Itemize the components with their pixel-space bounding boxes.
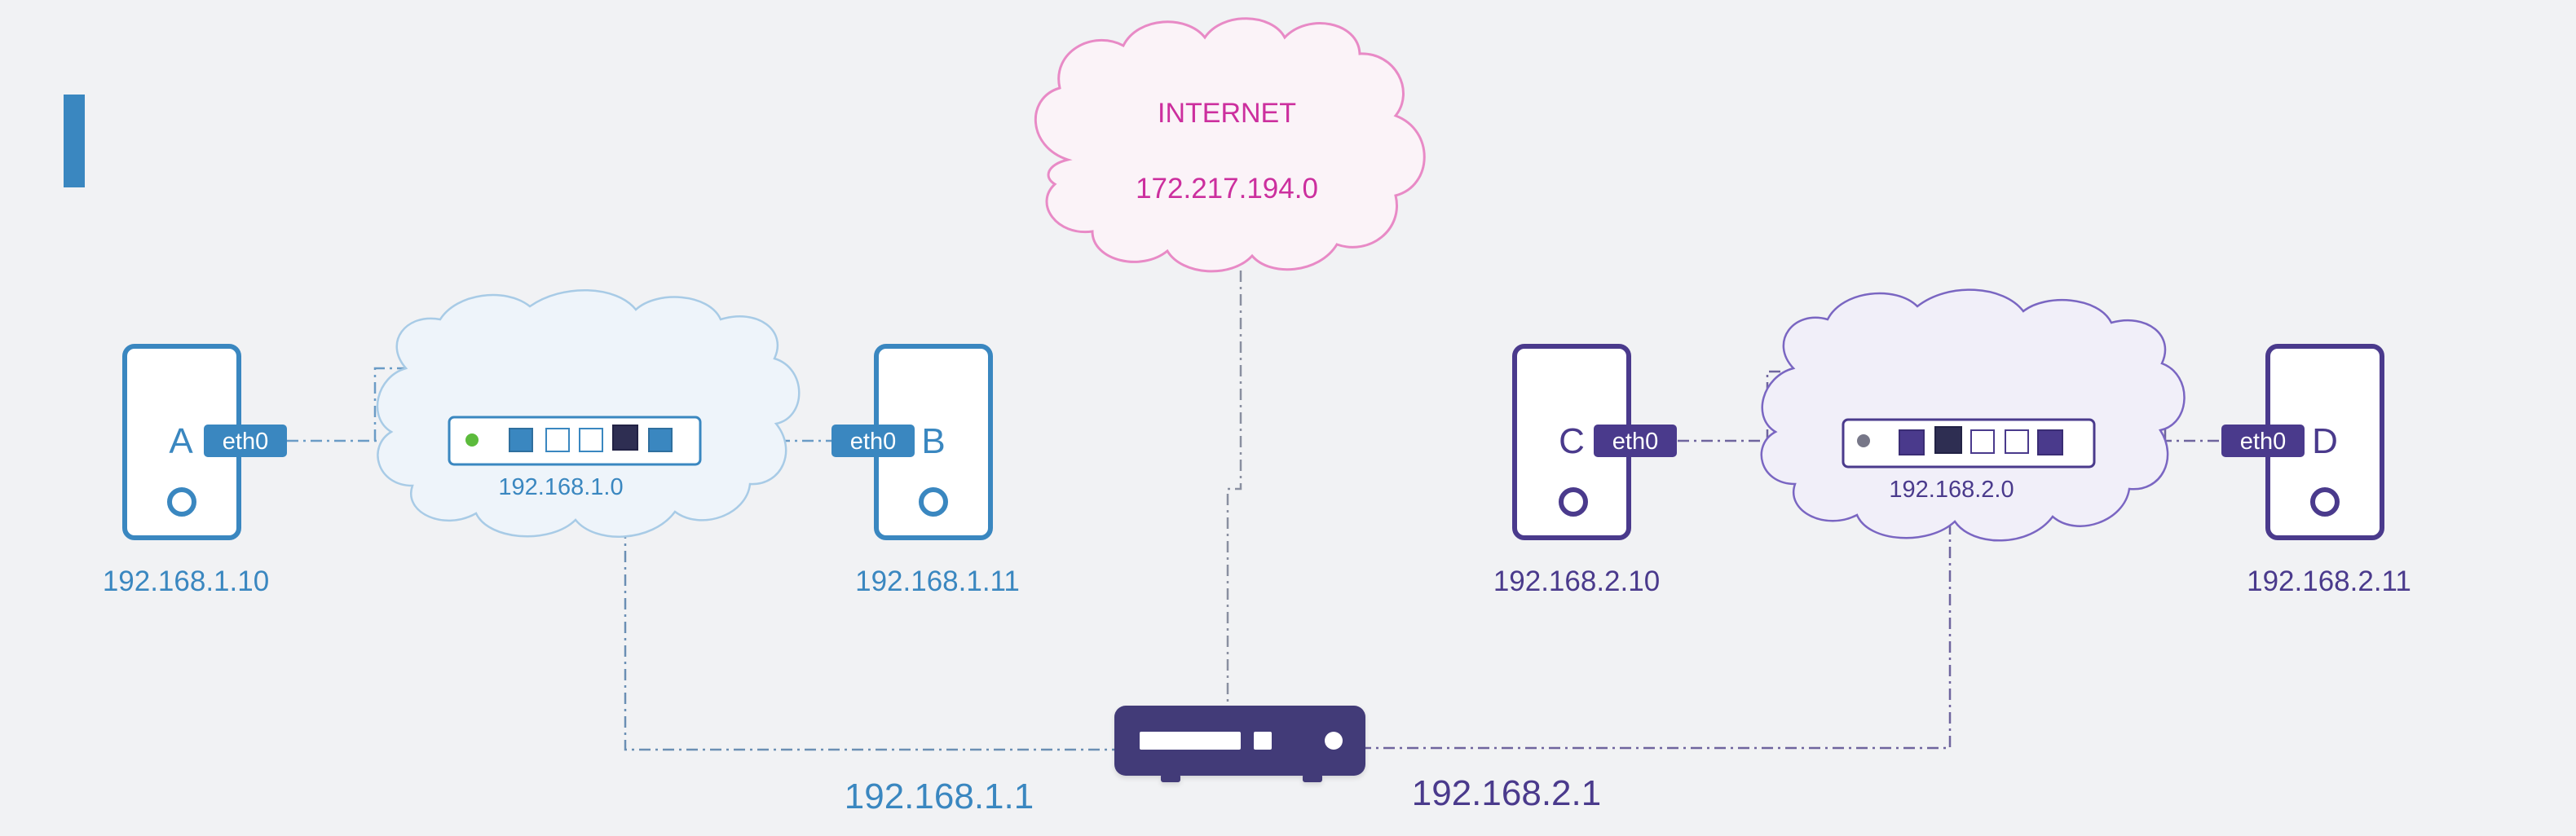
host-letter: B <box>921 421 945 461</box>
internet-cloud: INTERNET 172.217.194.0 <box>1034 17 1426 273</box>
switch-port <box>648 428 673 452</box>
host-b[interactable]: B eth0 192.168.1.11 <box>831 344 1020 597</box>
status-led <box>1857 434 1870 447</box>
router-led <box>1254 732 1272 750</box>
title-accent-bar <box>64 95 85 187</box>
right-network-ip: 192.168.2.0 <box>1889 477 2014 503</box>
status-led <box>465 433 479 447</box>
power-button-icon <box>2310 487 2340 517</box>
host-letter: C <box>1559 421 1585 461</box>
switch-port <box>579 428 603 452</box>
switch-port <box>545 428 570 452</box>
interface-badge <box>2221 425 2305 457</box>
host-a[interactable]: A eth0 192.168.1.10 <box>103 344 287 597</box>
right-network-cloud <box>1760 288 2186 542</box>
host-d[interactable]: D eth0 192.168.2.11 <box>2221 344 2411 597</box>
host-c[interactable]: C eth0 192.168.2.10 <box>1493 344 1677 597</box>
right-switch-router-link <box>1360 456 1952 750</box>
host-ip: 192.168.2.10 <box>1493 565 1660 597</box>
router-power-icon <box>1325 732 1343 750</box>
switch-port <box>2037 429 2063 455</box>
switch-port <box>612 425 638 451</box>
interface-label: eth0 <box>223 429 268 455</box>
router-display <box>1140 732 1241 750</box>
internet-ip: 172.217.194.0 <box>1136 173 1318 205</box>
router-right-ip: 192.168.2.1 <box>1412 773 1601 813</box>
switch-port <box>1970 429 1995 454</box>
host-letter: A <box>169 421 193 461</box>
router-left-ip: 192.168.1.1 <box>845 777 1034 816</box>
interface-label: eth0 <box>1612 429 1658 455</box>
interface-badge <box>1594 425 1677 457</box>
left-switch-router-link <box>624 456 1117 751</box>
power-button-icon <box>919 487 948 517</box>
power-button-icon <box>1559 487 1588 517</box>
interface-label: eth0 <box>850 429 896 455</box>
left-network-cloud <box>376 288 801 538</box>
host-ip: 192.168.1.11 <box>855 565 1020 597</box>
host-ip: 192.168.1.10 <box>103 565 269 597</box>
interface-label: eth0 <box>2240 429 2286 455</box>
power-button-icon <box>167 487 196 517</box>
interface-badge <box>831 425 915 457</box>
left-network-ip: 192.168.1.0 <box>498 474 623 500</box>
switch-port <box>1899 429 1925 455</box>
router-foot <box>1303 774 1322 782</box>
switch-port <box>2005 429 2029 454</box>
right-switch: 192.168.2.0 <box>1842 418 2096 503</box>
router-foot <box>1161 774 1180 782</box>
host-letter: D <box>2312 421 2338 461</box>
router[interactable] <box>1114 706 1365 782</box>
switch-port <box>509 428 533 452</box>
internet-label: INTERNET <box>1158 98 1296 129</box>
interface-badge <box>204 425 287 457</box>
internet-router-link <box>1226 271 1242 709</box>
host-ip: 192.168.2.11 <box>2247 565 2411 597</box>
left-switch: 192.168.1.0 <box>448 416 702 500</box>
switch-port <box>1934 426 1962 454</box>
